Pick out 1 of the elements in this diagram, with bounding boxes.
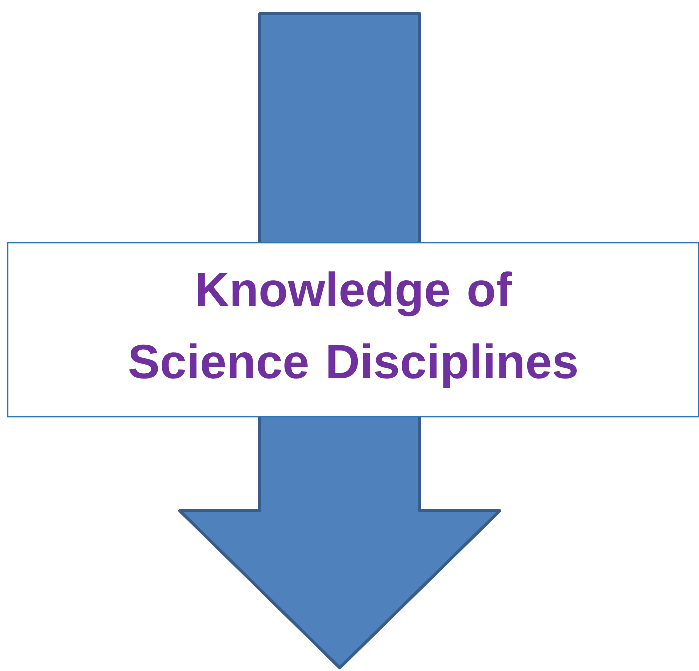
text-box: Knowledge of Science Disciplines	[7, 242, 699, 418]
